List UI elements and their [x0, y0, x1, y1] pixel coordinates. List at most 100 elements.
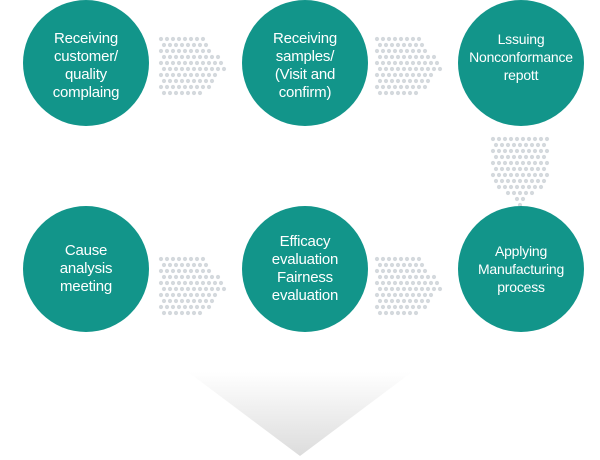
connector-dot [374, 36, 380, 42]
connector-dot [374, 268, 380, 274]
connector-dot [164, 48, 170, 54]
connector-dot [425, 298, 431, 304]
connector-dot [398, 280, 404, 286]
connector-dot [197, 286, 203, 292]
connector-dot [389, 90, 395, 96]
connector-dot [164, 280, 170, 286]
connector-dot [511, 142, 517, 148]
connector-dot [377, 90, 383, 96]
connector-dot [173, 78, 179, 84]
connector-dot [410, 48, 416, 54]
dotted-arrow-icon [158, 256, 227, 316]
connector-dot [389, 286, 395, 292]
down-arrow-icon [188, 372, 412, 456]
connector-dot [212, 72, 218, 78]
connector-dot [508, 136, 514, 142]
connector-dot [520, 136, 526, 142]
connector-dot [380, 60, 386, 66]
connector-dot [431, 286, 437, 292]
connector-dot [437, 66, 443, 72]
connector-dot [380, 84, 386, 90]
connector-dot [377, 274, 383, 280]
connector-dot [209, 274, 215, 280]
connector-dot [416, 84, 422, 90]
connector-dot [386, 72, 392, 78]
connector-dot [496, 136, 502, 142]
connector-dot [179, 310, 185, 316]
connector-dot [401, 54, 407, 60]
connector-dot [386, 280, 392, 286]
connector-dot [422, 60, 428, 66]
connector-dot [191, 66, 197, 72]
connector-dot [158, 304, 164, 310]
connector-dot [212, 280, 218, 286]
connector-dot [434, 280, 440, 286]
connector-dot [188, 292, 194, 298]
connector-dot [535, 178, 541, 184]
connector-dot [158, 36, 164, 42]
connector-dot [505, 178, 511, 184]
connector-dot [386, 268, 392, 274]
connector-dot [197, 54, 203, 60]
connector-dot [526, 160, 532, 166]
connector-dot [416, 292, 422, 298]
connector-dot [386, 84, 392, 90]
connector-dot [398, 72, 404, 78]
connector-dot [383, 54, 389, 60]
connector-dot [389, 298, 395, 304]
connector-dot [532, 160, 538, 166]
connector-dot [206, 48, 212, 54]
step-label: Lssuing Nonconformance repott [469, 31, 573, 83]
connector-dot [514, 148, 520, 154]
connector-dot [203, 42, 209, 48]
connector-dot [185, 310, 191, 316]
connector-dot [520, 172, 526, 178]
connector-dot [428, 280, 434, 286]
connector-dot [526, 184, 532, 190]
step-receiving-samples: Receiving samples/ (Visit and confirm) [242, 0, 368, 126]
connector-dot [529, 154, 535, 160]
connector-dot [179, 54, 185, 60]
connector-dot [407, 286, 413, 292]
connector-dot [386, 36, 392, 42]
connector-dot [490, 160, 496, 166]
connector-dot [167, 298, 173, 304]
connector-dot [203, 262, 209, 268]
connector-dot [413, 54, 419, 60]
connector-dot [212, 292, 218, 298]
connector-dot [517, 166, 523, 172]
connector-dot [161, 274, 167, 280]
connector-dot [173, 54, 179, 60]
connector-dot [194, 256, 200, 262]
connector-dot [407, 90, 413, 96]
connector-dot [176, 256, 182, 262]
connector-dot [416, 36, 422, 42]
connector-dot [541, 154, 547, 160]
connector-dot [398, 292, 404, 298]
connector-dot [167, 90, 173, 96]
connector-dot [431, 274, 437, 280]
connector-dot [173, 310, 179, 316]
connector-dot [505, 154, 511, 160]
connector-dot [517, 154, 523, 160]
connector-dot [434, 60, 440, 66]
connector-dot [395, 286, 401, 292]
connector-dot [170, 304, 176, 310]
connector-dot [523, 178, 529, 184]
connector-dot [413, 66, 419, 72]
connector-dot [191, 42, 197, 48]
connector-dot [496, 148, 502, 154]
connector-dot [538, 184, 544, 190]
connector-dot [170, 48, 176, 54]
connector-dot [401, 78, 407, 84]
connector-dot [164, 256, 170, 262]
connector-dot [404, 292, 410, 298]
connector-dot [422, 72, 428, 78]
connector-dot [374, 72, 380, 78]
connector-dot [200, 268, 206, 274]
connector-dot [158, 280, 164, 286]
connector-dot [389, 54, 395, 60]
connector-dot [374, 292, 380, 298]
connector-dot [218, 280, 224, 286]
connector-dot [191, 78, 197, 84]
